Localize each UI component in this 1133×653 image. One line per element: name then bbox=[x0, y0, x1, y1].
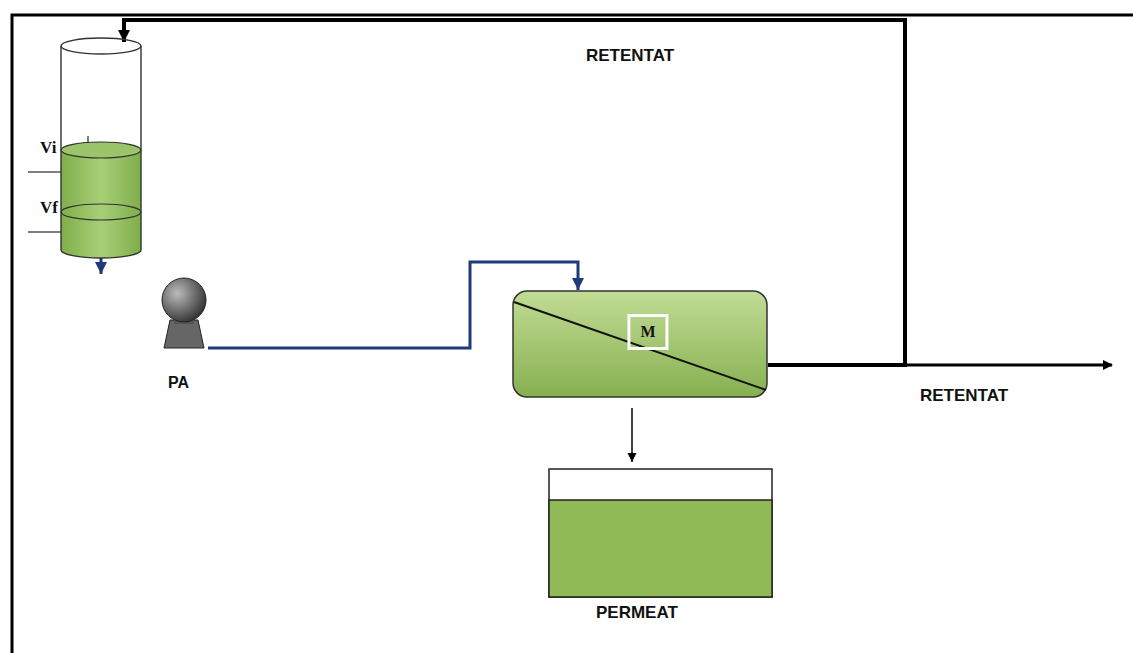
membrane-module: M bbox=[512, 290, 768, 398]
node-label: Vf bbox=[40, 198, 58, 218]
pump-shape bbox=[160, 276, 208, 356]
node-label: M bbox=[627, 314, 668, 350]
node-label: PA bbox=[168, 374, 189, 392]
membrane-module-shape bbox=[512, 290, 768, 398]
pump: PA bbox=[160, 276, 208, 356]
flow-connector bbox=[628, 408, 637, 462]
feed-tank-shape bbox=[60, 38, 142, 258]
stream-label: RETENTAT bbox=[584, 46, 676, 66]
flow-connector bbox=[95, 256, 107, 274]
node-label: Vi bbox=[40, 138, 56, 158]
feed-tank: ViVf bbox=[60, 38, 142, 258]
node-label: PERMEAT bbox=[596, 603, 678, 623]
permeate-tank-shape bbox=[548, 468, 773, 598]
permeate-tank: PERMEAT bbox=[548, 468, 773, 598]
flow-connector bbox=[118, 20, 905, 365]
frame-border bbox=[12, 15, 1133, 653]
stream-label: RETENTAT bbox=[920, 386, 1008, 406]
